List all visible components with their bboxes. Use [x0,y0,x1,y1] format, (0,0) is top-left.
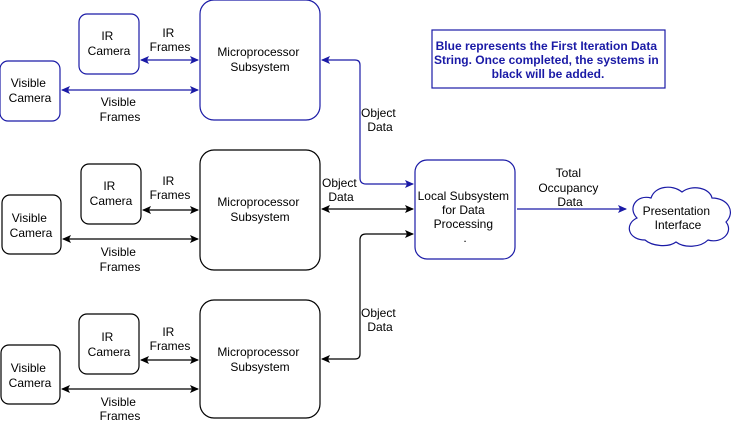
ir-frames-label-3b: Frames [150,339,191,353]
local-subsystem-label-a: Local Subsystem [418,189,509,203]
visible-camera-box-1 [0,60,61,122]
ir-frames-label-1b: Frames [150,40,191,54]
microprocessor-label-1b: Subsystem [230,60,289,74]
svg-text:Visible Camera: Visible Camera [9,76,52,105]
ir-frames-label-2b: Frames [150,188,191,202]
svg-text:Visible Frames: Visible Frames [100,245,141,274]
ir-camera-label-3b: Camera [88,345,131,359]
object-data-connector-1 [321,56,414,188]
local-subsystem-box [414,159,516,260]
ir-frames-label-3a: IR [162,325,174,339]
microprocessor-label-3a: Microprocessor [217,345,299,359]
object-data-label-1a: Object [361,106,396,120]
presentation-label-a: Presentation [643,204,710,218]
svg-text:Object Data: Object Data [361,306,399,334]
object-data-label-3b: Data [367,320,393,334]
local-subsystem-label-d: . [463,231,466,245]
object-data-label-1b: Data [367,120,393,134]
visible-frames-label-1b: Frames [100,110,141,124]
svg-text:IR Camera: IR Camera [90,179,133,208]
legend-note-line-1: Blue represents the First Iteration Data [436,39,658,53]
svg-text:Microprocessor Subsystem: Microprocessor Subsystem [217,195,302,224]
local-subsystem-label-c: Processing [434,217,493,231]
microprocessor-label-2a: Microprocessor [217,195,299,209]
svg-text:Microprocessor Subsystem: Microprocessor Subsystem [217,45,302,74]
legend-note-line-2: String. Once completed, the systems in [434,53,659,67]
svg-text:IR Frames: IR Frames [150,325,191,353]
visible-frames-label-1a: Visible [101,95,136,109]
svg-text:IR Camera: IR Camera [88,330,131,359]
visible-frames-label-2b: Frames [100,260,141,274]
ir-frames-label-2a: IR [162,174,174,188]
occupancy-label-c: Data [557,195,583,209]
legend-note-line-3: black will be added. [492,67,605,81]
occupancy-label-b: Occupancy [538,181,598,195]
visible-camera-label-3b: Camera [9,376,52,390]
visible-frames-label-3b: Frames [100,409,141,423]
microprocessor-box-2 [199,149,321,271]
presentation-label-b: Interface [655,218,702,232]
ir-camera-label-1a: IR [101,29,113,43]
ir-camera-box-1 [78,13,140,75]
svg-text:Visible Frames: Visible Frames [100,395,141,423]
visible-frames-label-3a: Visible [101,395,136,409]
microprocessor-box-3 [199,299,321,419]
microprocessor-label-3b: Subsystem [230,360,289,374]
occupancy-label-a: Total [556,166,581,180]
ir-frames-label-1a: IR [162,26,174,40]
svg-text:Presentation Interface: Presentation Interface [643,204,714,232]
ir-camera-label-3a: IR [101,330,113,344]
ir-camera-label-1b: Camera [88,44,131,58]
svg-text:IR Camera: IR Camera [88,29,131,58]
svg-text:IR Frames: IR Frames [150,174,191,202]
legend-note-box [431,29,666,89]
ir-camera-box-2 [80,163,142,225]
svg-text:Object Data: Object Data [322,176,360,204]
microprocessor-label-1a: Microprocessor [217,45,299,59]
svg-text:Microprocessor Subsystem: Microprocessor Subsystem [217,345,302,374]
ir-camera-box-3 [78,313,140,375]
svg-text:Local Subsystem for Data: Local Subsystem for Data Processing . [418,189,513,245]
visible-frames-label-2a: Visible [101,245,136,259]
microprocessor-box-1 [199,0,321,121]
visible-camera-label-3a: Visible [11,361,46,375]
object-data-label-3a: Object [361,306,396,320]
visible-camera-box-2 [1,194,62,255]
svg-text:IR Frames: IR Frames [150,26,191,54]
visible-camera-label-2a: Visible [12,211,47,225]
object-data-label-2a: Object [322,176,357,190]
visible-camera-label-1b: Camera [9,91,52,105]
object-data-label-2b: Data [328,190,354,204]
ir-camera-label-2a: IR [103,179,115,193]
ir-camera-label-2b: Camera [90,194,133,208]
presentation-cloud [628,186,731,247]
svg-text:Visible Camera: Visible Camera [9,361,52,390]
visible-camera-label-2b: Camera [10,226,53,240]
visible-camera-label-1a: Visible [11,76,46,90]
svg-text:Visible Frames: Visible Frames [100,95,141,124]
microprocessor-label-2b: Subsystem [230,210,289,224]
legend-note: Blue represents the First Iteration Data… [431,29,666,89]
local-subsystem-label-b: for Data [442,203,485,217]
svg-text:Blue represents the First Iter: Blue represents the First Iteration Data… [434,39,662,81]
object-data-connector-3 [321,230,414,363]
visible-camera-box-3 [0,344,61,405]
svg-text:Object Data: Object Data [361,106,399,134]
svg-text:Visible Camera: Visible Camera [10,211,53,240]
svg-text:Total Occupancy Data: Total Occupancy Data [538,166,601,209]
